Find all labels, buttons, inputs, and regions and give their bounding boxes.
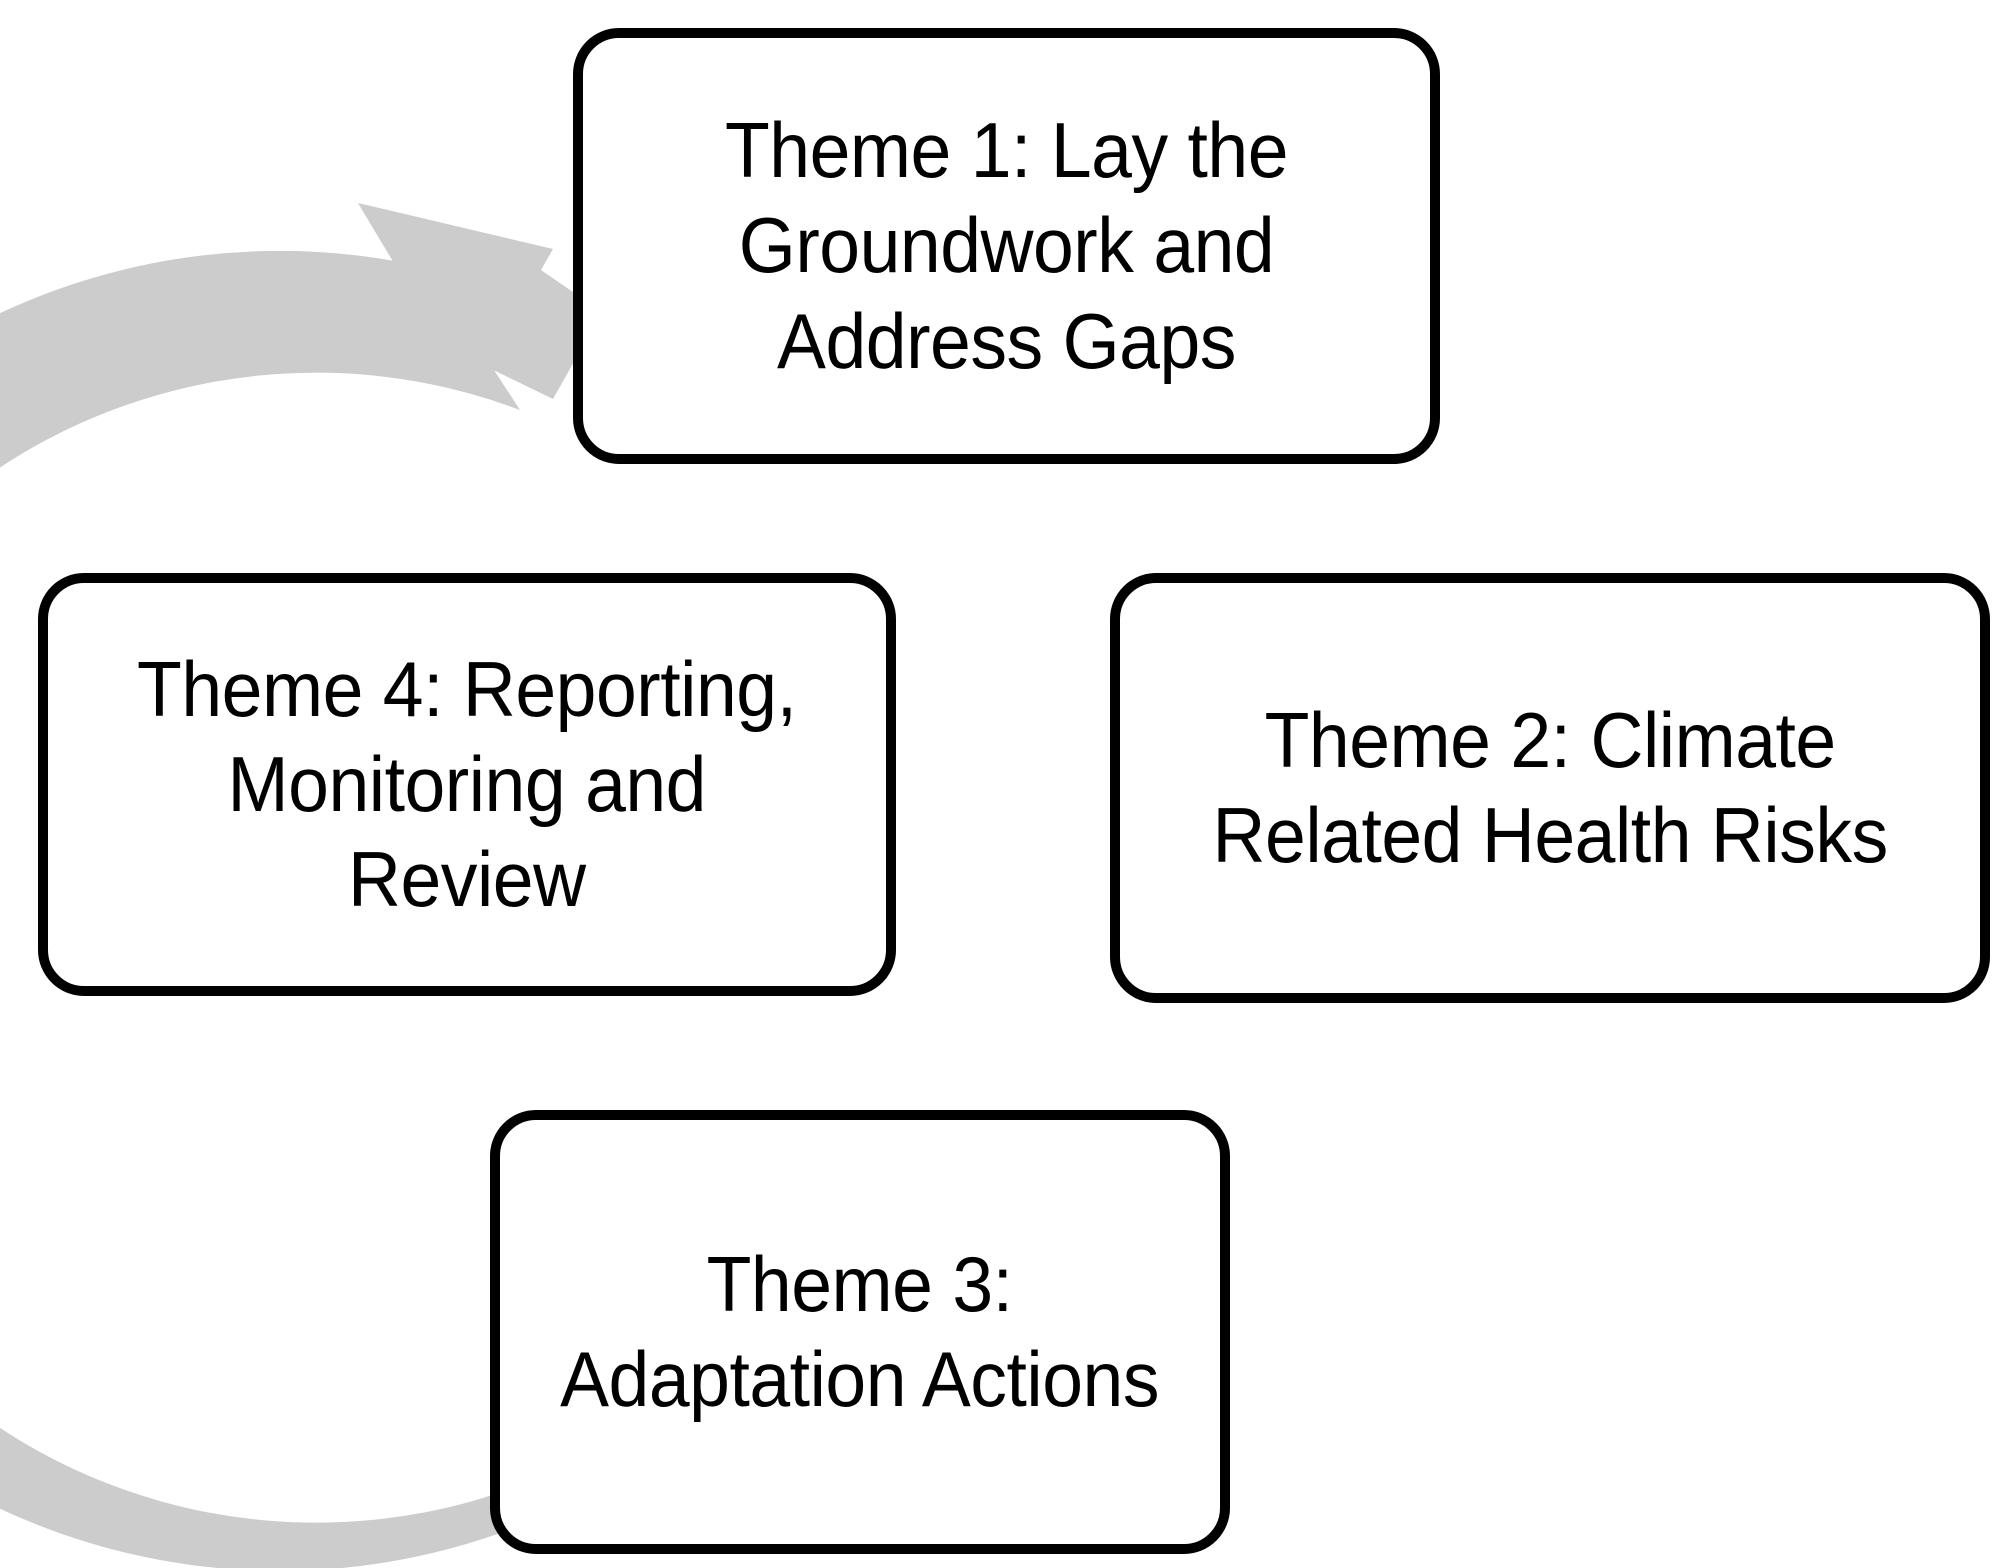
- theme-4-label: Theme 4: Reporting, Monitoring and Revie…: [137, 644, 797, 924]
- theme-1-label: Theme 1: Lay the Groundwork and Address …: [724, 106, 1289, 385]
- theme-box-3[interactable]: Theme 3: Adaptation Actions: [490, 1110, 1230, 1554]
- theme-box-1[interactable]: Theme 1: Lay the Groundwork and Address …: [573, 28, 1440, 464]
- theme-box-4[interactable]: Theme 4: Reporting, Monitoring and Revie…: [38, 573, 896, 996]
- arrow-head-icon: [358, 203, 602, 399]
- arrow-ring-band: [0, 221, 776, 1568]
- theme-2-label: Theme 2: Climate Related Health Risks: [1212, 695, 1888, 879]
- theme-box-2[interactable]: Theme 2: Climate Related Health Risks: [1110, 573, 1990, 1003]
- theme-3-label: Theme 3: Adaptation Actions: [560, 1239, 1160, 1423]
